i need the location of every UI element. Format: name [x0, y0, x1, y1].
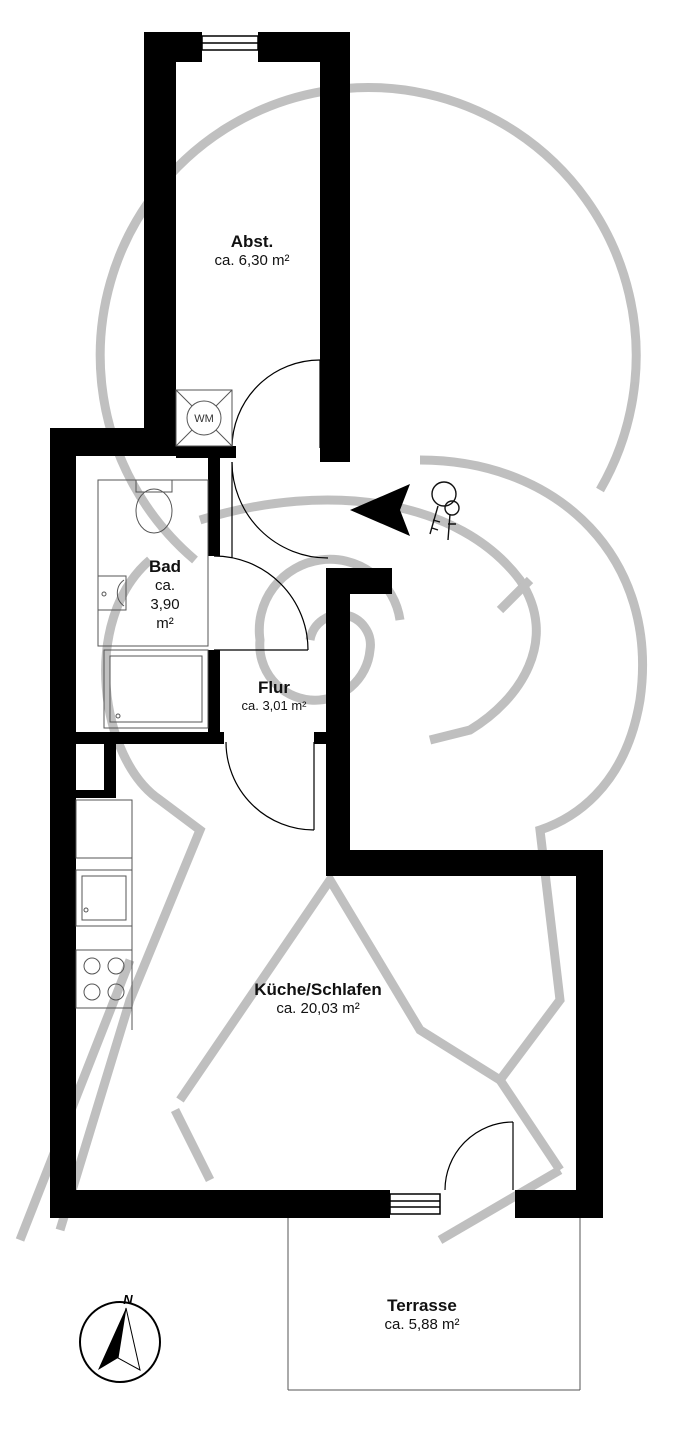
shower-drain: [115, 713, 121, 719]
terrace-outline: [287, 1218, 581, 1391]
room-name-bad: Bad: [148, 557, 182, 576]
wall-outer-left: [50, 428, 76, 1218]
wall-bad-bottom: [76, 732, 224, 744]
kitchen-cabinet: [75, 799, 133, 859]
room-label-kueche: Küche/Schlafen ca. 20,03 m²: [218, 980, 418, 1017]
room-label-bad: Bad ca. 3,90 m²: [130, 557, 200, 633]
walls: [50, 32, 603, 1218]
wall-abst-bottom-right-stub: [320, 448, 350, 462]
wall-bottom-left: [50, 1190, 390, 1218]
key-icon: [429, 481, 460, 541]
bath-fixtures: [97, 479, 209, 729]
wall-outer-right: [576, 850, 603, 1218]
shower-tray: [103, 649, 209, 729]
toilet-tank: [135, 479, 173, 493]
doors: [213, 359, 514, 1191]
burner-2: [107, 957, 125, 975]
wall-flur-bottom-right-stub: [314, 732, 326, 744]
door-abst: [231, 359, 321, 449]
entrance-arrow-icon: [350, 484, 410, 536]
wall-bad-right-lower: [208, 650, 220, 742]
room-name-abst: Abst.: [230, 232, 274, 251]
wall-abst-right: [320, 32, 350, 462]
wall-step: [326, 850, 603, 876]
entrance-marker: [350, 481, 460, 541]
room-label-flur: Flur ca. 3,01 m²: [224, 678, 324, 713]
burner-3: [83, 983, 101, 1001]
wall-top-bad: [176, 446, 236, 458]
room-area-kueche: ca. 20,03 m²: [276, 1000, 360, 1017]
wall-closet-right: [104, 742, 116, 798]
wall-bad-right-upper: [208, 456, 220, 556]
compass: N: [79, 1292, 161, 1383]
door-flur: [225, 741, 315, 831]
compass-circle: [79, 1301, 161, 1383]
room-label-terrasse: Terrasse ca. 5,88 m²: [352, 1296, 492, 1333]
room-area-bad-line2: 3,90: [150, 596, 180, 613]
room-area-bad-line1: ca.: [154, 577, 175, 594]
windows: [201, 35, 441, 1215]
washing-machine: WM: [175, 389, 233, 447]
window-kueche: [389, 1193, 441, 1215]
washing-machine-label: WM: [194, 413, 214, 425]
door-terrasse: [444, 1121, 514, 1191]
room-name-kueche: Küche/Schlafen: [254, 980, 382, 999]
wall-flur-right: [326, 568, 350, 874]
room-name-flur: Flur: [257, 678, 291, 697]
toilet-bowl: [135, 488, 173, 534]
room-area-flur: ca. 3,01 m²: [241, 698, 307, 713]
burner-4: [107, 983, 125, 1001]
kitchen-sink: [75, 869, 133, 927]
room-area-terrasse: ca. 5,88 m²: [384, 1316, 460, 1333]
compass-north-label: N: [123, 1292, 133, 1307]
wall-abst-left: [144, 32, 176, 444]
room-area-abst: ca. 6,30 m²: [214, 252, 290, 269]
wall-closet-bottom: [76, 790, 116, 798]
wall-flur-top-stub: [326, 568, 392, 594]
room-area-bad-line3: m²: [156, 615, 174, 632]
door-bad: [213, 555, 309, 651]
door-entry: [231, 461, 329, 559]
burner-1: [83, 957, 101, 975]
room-label-abst: Abst. ca. 6,30 m²: [192, 232, 312, 269]
kitchen-fixtures: [75, 799, 133, 1030]
wall-top-left: [50, 428, 176, 456]
room-name-terrasse: Terrasse: [387, 1296, 457, 1315]
sink: [97, 575, 127, 611]
